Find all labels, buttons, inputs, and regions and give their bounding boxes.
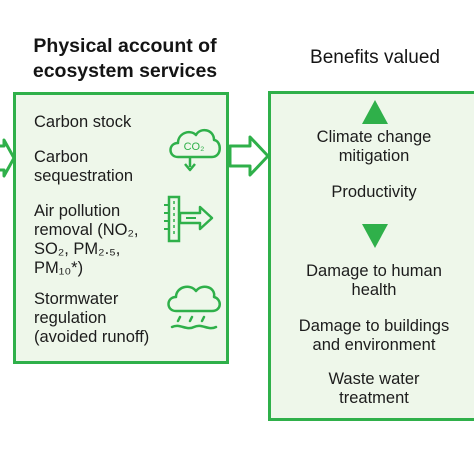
increase-triangle-icon: [362, 100, 388, 124]
co2-cloud-icon: CO₂: [169, 128, 221, 172]
benefits-valued-heading: Benefits valued: [310, 47, 440, 68]
benefit-waste-water-treatment: Waste water treatment: [328, 370, 420, 407]
service-air-pollution-removal: Air pollution removal (NO₂, SO₂, PM₂.₅, …: [34, 202, 139, 278]
air-pollution-line-2: removal (NO₂,: [34, 221, 139, 239]
service-carbon-stock: Carbon stock: [34, 113, 132, 131]
service-carbon-sequestration: Carbon sequestration: [34, 148, 134, 185]
flow-arrow-icon: [228, 135, 270, 177]
benefits-valued-box: Climate change mitigation Productivity D…: [268, 91, 474, 421]
stormwater-line-2: regulation: [34, 309, 107, 327]
benefit-climate-change-mitigation: Climate change mitigation: [316, 128, 432, 165]
stormwater-cloud-icon: [167, 285, 221, 330]
decrease-triangle-icon: [362, 224, 388, 248]
service-stormwater-regulation: Stormwater regulation (avoided runoff): [34, 290, 149, 347]
air-pollution-line-1: Air pollution: [34, 202, 121, 220]
stormwater-line-1: Stormwater: [34, 290, 119, 308]
air-pollution-line-3: SO₂, PM₂.₅,: [34, 240, 121, 258]
air-filter-icon: [164, 195, 214, 243]
co2-label: CO₂: [184, 141, 205, 153]
physical-account-heading: Physical account of ecosystem services: [32, 35, 218, 82]
air-pollution-line-4: PM₁₀*): [34, 259, 84, 277]
ecosystem-services-box: Carbon stock Carbon sequestration Air po…: [13, 92, 229, 364]
benefit-productivity: Productivity: [331, 183, 417, 201]
benefit-damage-to-human-health: Damage to human health: [306, 262, 442, 299]
benefit-damage-to-buildings: Damage to buildings and environment: [298, 317, 450, 354]
stormwater-line-3: (avoided runoff): [34, 328, 150, 346]
